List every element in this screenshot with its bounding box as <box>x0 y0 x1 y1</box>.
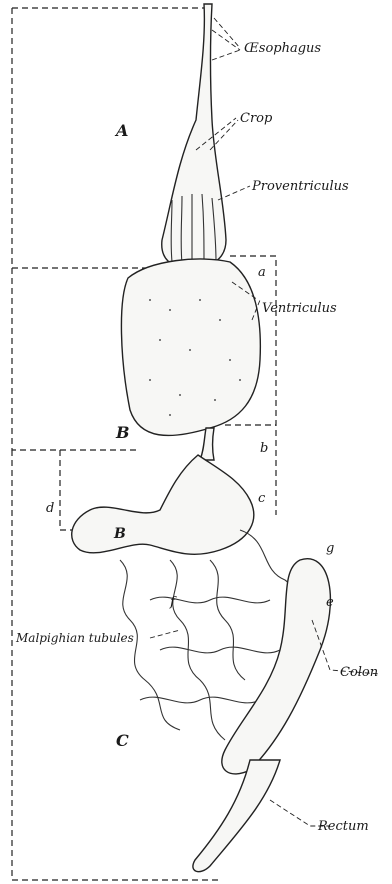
letter-d: d <box>46 501 54 516</box>
region-label-b: B <box>115 423 130 442</box>
letter-a: a <box>258 265 266 280</box>
label-colon: Colon <box>340 665 378 680</box>
colon-shape <box>222 559 331 774</box>
label-oesophagus: Œsophagus <box>244 41 321 56</box>
region-label-a: A <box>114 121 128 140</box>
foregut <box>162 4 226 268</box>
letter-f: f <box>169 595 177 610</box>
pylorus-stalk <box>200 428 214 460</box>
label-ventriculus: Ventriculus <box>262 301 337 316</box>
label-rectum: Rectum <box>317 819 369 834</box>
ventriculus-shape <box>121 259 260 436</box>
hindgut <box>193 559 330 872</box>
midgut-loop <box>72 455 254 554</box>
label-malpighian-tubules: Malpighian tubules <box>15 631 134 645</box>
letter-g: g <box>326 541 334 556</box>
rectum-shape <box>193 760 280 872</box>
letter-c: c <box>258 491 266 506</box>
region-label-b-small: B <box>113 526 126 542</box>
region-label-c: C <box>116 731 129 750</box>
ventriculus-organ <box>121 259 260 460</box>
label-crop: Crop <box>240 111 273 126</box>
letter-b: b <box>260 441 268 456</box>
label-proventriculus: Proventriculus <box>251 179 349 194</box>
letter-e: e <box>326 595 334 610</box>
